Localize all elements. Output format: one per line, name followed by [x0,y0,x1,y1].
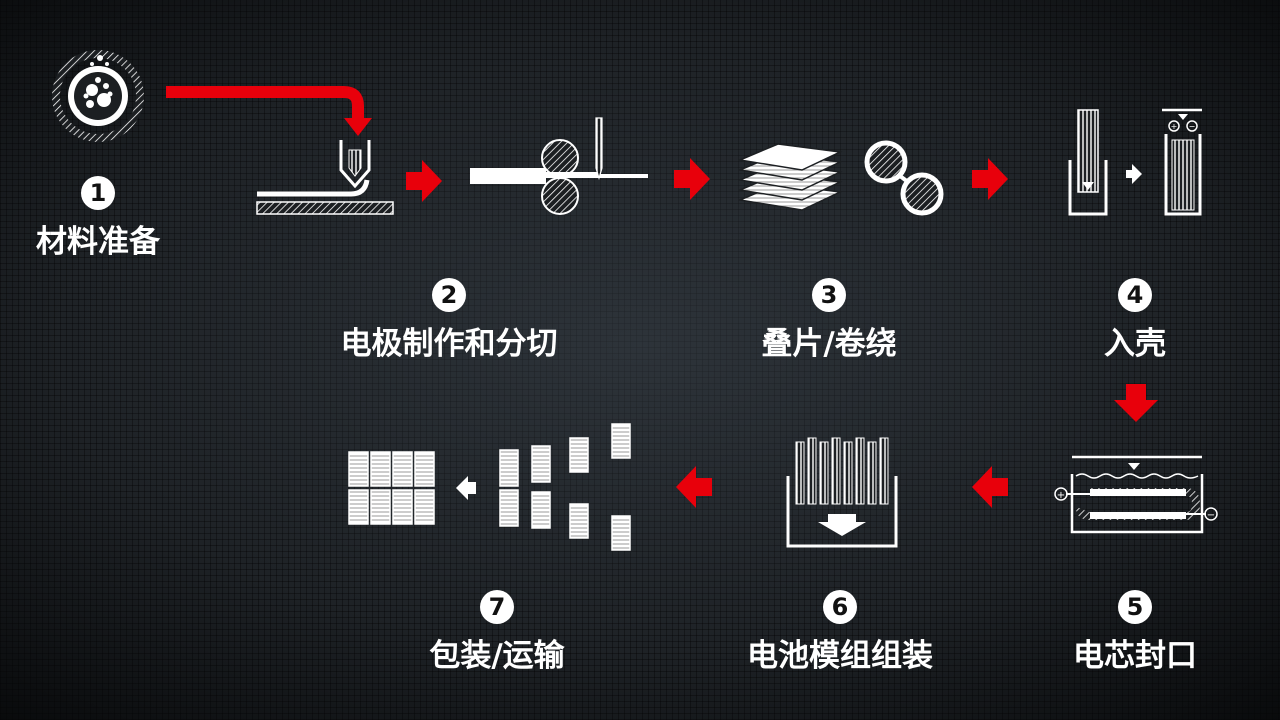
step-number-7: 7 [480,590,514,624]
packaging-icon [348,451,435,525]
svg-text:−: − [1207,510,1215,521]
step-label-7: 包装/运输 [429,638,565,674]
step-number-2: 2 [432,278,466,312]
flow-arrow-2-3 [406,160,442,202]
flow-arrow-6-7 [676,466,712,508]
casing-icon: + − [1068,108,1202,216]
flow-arrow-1-2 [166,86,372,136]
cell-sealing-icon: + − [1054,455,1218,534]
step-label-6: 电池模组组装 [747,638,933,674]
step-number-1: 1 [81,176,115,210]
scattered-cells-icon [499,423,631,551]
step-label-1: 材料准备 [36,224,160,260]
module-assembly-icon [786,437,898,548]
step-label-5: 电芯封口 [1073,638,1197,674]
step-number-5: 5 [1118,590,1152,624]
electrode-coating-icon [256,140,394,215]
flow-arrow-3a-3b [674,158,710,200]
step-label-3: 叠片/卷绕 [761,326,897,362]
stacking-winding-icon [738,140,944,216]
flow-arrow-4-5 [1114,384,1158,422]
step-label-2: 电极制作和分切 [340,326,558,362]
step-number-3: 3 [812,278,846,312]
pack-arrow [456,476,476,500]
svg-text:−: − [1189,122,1196,131]
svg-text:+: + [1171,122,1178,131]
material-drum-icon [52,50,144,142]
step-number-6: 6 [823,590,857,624]
svg-text:+: + [1057,490,1065,501]
roller-slitting-icon [470,117,648,215]
flow-arrow-3-4 [972,158,1008,200]
step-label-4: 入壳 [1104,326,1166,362]
flow-arrow-5-6 [972,466,1008,508]
step-number-4: 4 [1118,278,1152,312]
